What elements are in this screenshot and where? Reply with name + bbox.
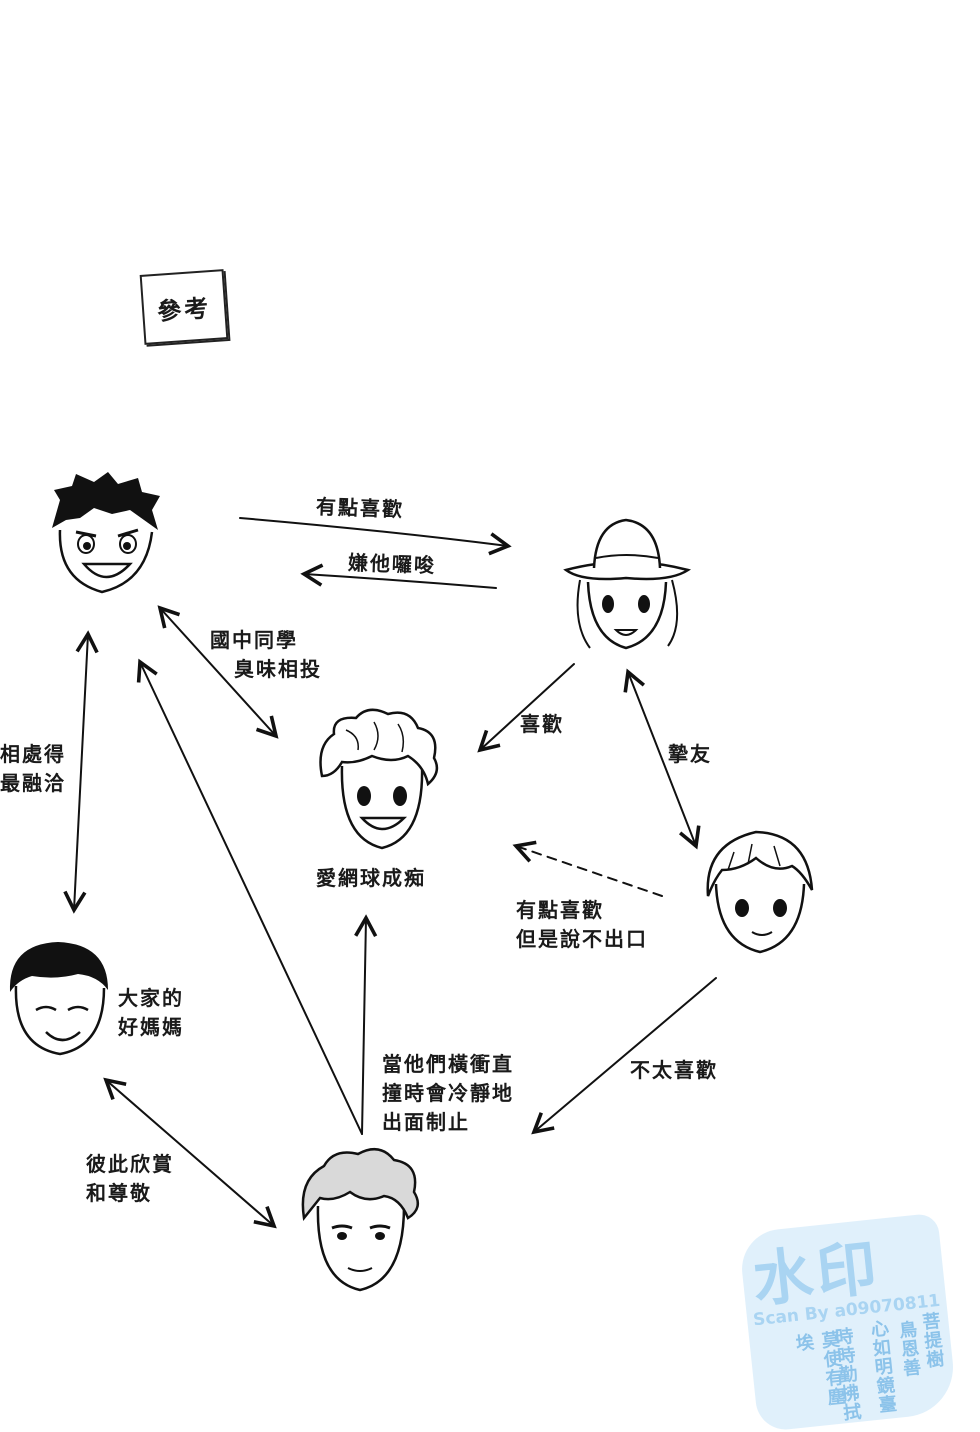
arrow-mom-to-calm [103,1077,277,1229]
label-text: 彼此欣賞 [86,1152,174,1176]
arrow-girl-to-shorthair [623,668,701,850]
label-mutual-respect: 彼此欣賞 和尊敬 [86,1150,174,1208]
arrow-calm-to-captain [136,658,363,1135]
label-calmly-stops-them: 當他們橫衝直 撞時會冷靜地 出面制止 [382,1050,514,1137]
arrow-captain-to-mom [63,630,99,914]
label-middle-school-classmates: 國中同學 臭味相投 [210,626,322,684]
label-text: 有點喜歡 [315,494,405,522]
label-text: 大家的 [118,986,184,1010]
arrow-shorthair-to-calm [531,977,717,1135]
label-text: 不太喜歡 [630,1058,718,1082]
arrow-captain-to-tennis [157,605,279,739]
label-tennis-obsessed: 愛網球成痴 [316,864,426,893]
label-everyones-mom: 大家的 好媽媽 [118,984,184,1042]
label-text: 摯友 [668,742,712,766]
character-buzzcut-boy-portrait [9,942,108,1056]
label-text: 和尊敬 [86,1181,152,1205]
arrow-girl-to-tennis [477,663,575,753]
label-finds-him-nagging: 嫌他囉唆 [348,548,437,580]
arrow-calm-to-tennis [354,914,378,1135]
character-captain-portrait [52,472,160,594]
label-text: 出面制止 [382,1110,470,1134]
label-secret-crush: 有點喜歡 但是說不出口 [516,896,648,954]
label-likes-a-little: 有點喜歡 [316,492,405,524]
title-box: 參考 [139,269,229,345]
label-text: 撞時會冷靜地 [382,1081,514,1105]
label-text: 當他們橫衝直 [382,1052,514,1076]
arrow-girl-to-captain [300,563,497,589]
scan-watermark: 水印 Scan By a09070811 菩提樹 鳥恩善 心如明鏡臺 時時勤拂拭… [738,1212,968,1432]
label-text: 國中同學 [210,628,298,652]
label-text: 嫌他囉唆 [347,550,437,578]
label-text: 相處得 [0,742,66,766]
label-get-along-best: 相處得 最融洽 [0,740,66,798]
label-text: 有點喜歡 [516,898,604,922]
label-best-friend: 摯友 [668,740,712,769]
label-text: 但是說不出口 [516,927,648,951]
label-likes: 喜歡 [520,710,564,739]
label-text: 喜歡 [520,712,564,736]
label-text: 好媽媽 [118,1015,184,1039]
label-text: 最融洽 [0,771,66,795]
arrow-shorthair-to-tennis [512,840,663,897]
label-dislikes: 不太喜歡 [630,1056,718,1085]
character-calm-boy-portrait [301,1147,420,1292]
watermark-poem-col: 莫使有塵埃 [791,1329,847,1408]
label-text: 臭味相投 [234,657,322,681]
label-text: 愛網球成痴 [316,866,426,890]
character-shorthair-girl-portrait [706,830,814,954]
character-tennis-boy-portrait [319,708,439,850]
arrow-captain-to-girl [239,517,512,556]
character-girl-with-hat-portrait [563,518,692,650]
page-title: 參考 [156,292,213,326]
